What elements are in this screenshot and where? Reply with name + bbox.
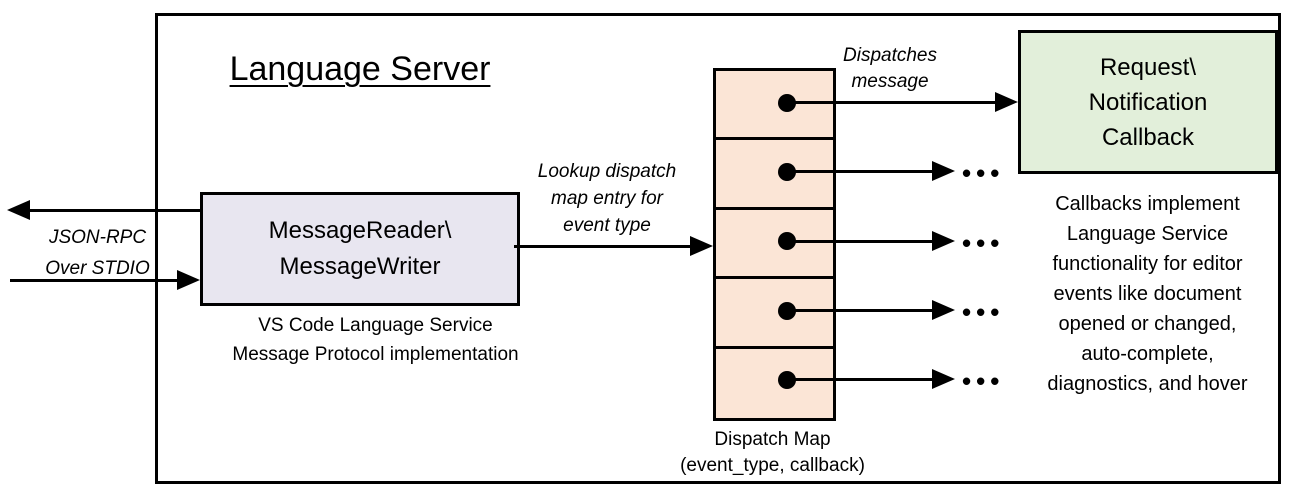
ellipsis-icon: •••: [962, 297, 1005, 327]
dispatch-arrowhead-icon: [932, 300, 955, 320]
dispatch-arrow-line: [787, 309, 932, 312]
lookup-arrow-line: [514, 245, 690, 248]
request-notification-callback-label: Request\ Notification Callback: [1088, 53, 1208, 151]
dispatch-arrow-line: [787, 101, 995, 104]
dispatch-map-divider: [716, 207, 833, 210]
dispatch-arrowhead-icon: [932, 231, 955, 251]
dispatch-map-divider: [716, 276, 833, 279]
stdio-out-arrowhead-icon: [7, 200, 30, 220]
dispatch-arrow-line: [787, 240, 932, 243]
ellipsis-icon: •••: [962, 228, 1005, 258]
lookup-arrowhead-icon: [690, 236, 713, 256]
dispatch-map-divider: [716, 137, 833, 140]
dispatch-map-divider: [716, 346, 833, 349]
callbacks-note: Callbacks implement Language Service fun…: [1047, 193, 1248, 395]
dispatch-map-box: [713, 68, 836, 421]
ellipsis-icon: •••: [962, 158, 1005, 188]
lookup-dispatch-label: Lookup dispatch map entry for event type: [537, 161, 677, 236]
jsonrpc-over-stdio-label: JSON-RPC Over STDIO: [45, 227, 150, 279]
dispatch-arrowhead-icon: [932, 369, 955, 389]
request-notification-callback-box: Request\ Notification Callback: [1018, 30, 1278, 174]
language-server-boundary-box: [155, 13, 1281, 484]
dispatch-arrowhead-icon: [995, 92, 1018, 112]
message-reader-writer-label: MessageReader\ MessageWriter: [268, 217, 452, 280]
dispatch-map-caption: Dispatch Map (event_type, callback): [680, 429, 865, 476]
stdio-out-arrow-line: [30, 209, 200, 212]
reader-caption: VS Code Language Service Message Protoco…: [232, 315, 519, 365]
ellipsis-icon: •••: [962, 366, 1005, 396]
diagram-title: Language Server: [229, 50, 491, 88]
stdio-in-arrowhead-icon: [177, 270, 200, 290]
dispatch-arrow-line: [787, 378, 932, 381]
dispatch-arrow-line: [787, 170, 932, 173]
message-reader-writer-box: MessageReader\ MessageWriter: [200, 192, 520, 306]
stdio-in-arrow-line: [10, 279, 177, 282]
dispatch-arrowhead-icon: [932, 161, 955, 181]
dispatches-message-label: Dispatches message: [843, 45, 937, 92]
